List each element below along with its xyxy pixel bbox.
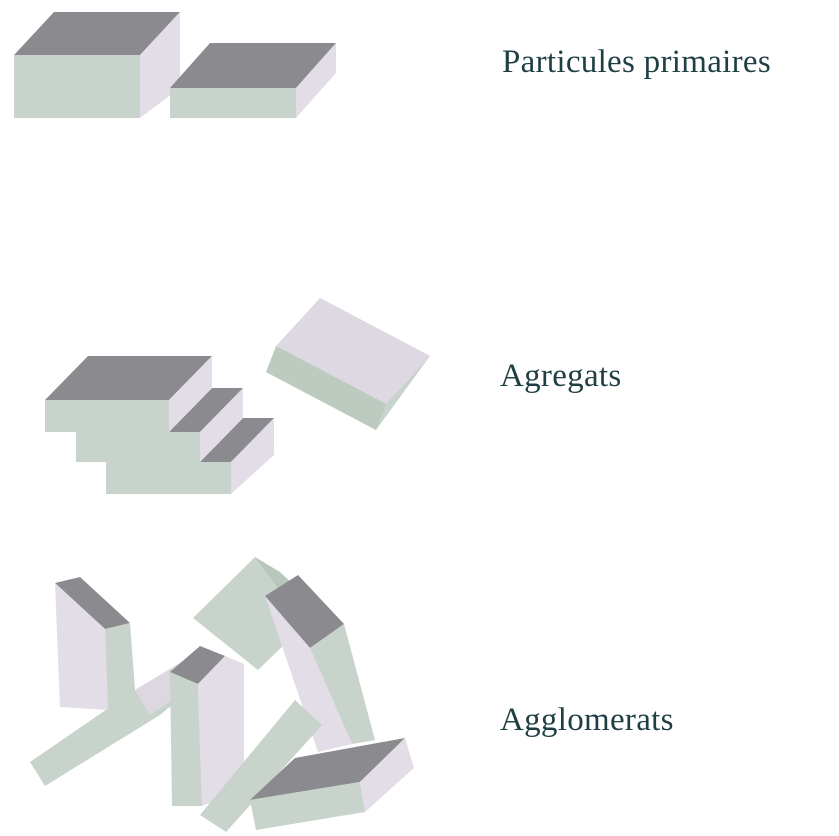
- agglomerate-plate-bottom-right: [250, 738, 414, 830]
- aggregate-tilted-block: [266, 298, 430, 430]
- label-agglomerates: Agglomerats: [500, 702, 674, 738]
- agglomerate-plate-right: [265, 575, 375, 752]
- primary-particle-2: [170, 43, 336, 118]
- agglomerate-plate-center-tall: [170, 646, 244, 806]
- primary-particle-1: [14, 12, 180, 118]
- agglomerate-plate-left: [55, 577, 136, 710]
- label-primary-particles: Particules primaires: [502, 44, 772, 80]
- label-aggregates: Agregats: [500, 358, 622, 394]
- agglomerate-plate-diagonal: [200, 700, 322, 832]
- aggregate-stepped-block: [45, 356, 274, 494]
